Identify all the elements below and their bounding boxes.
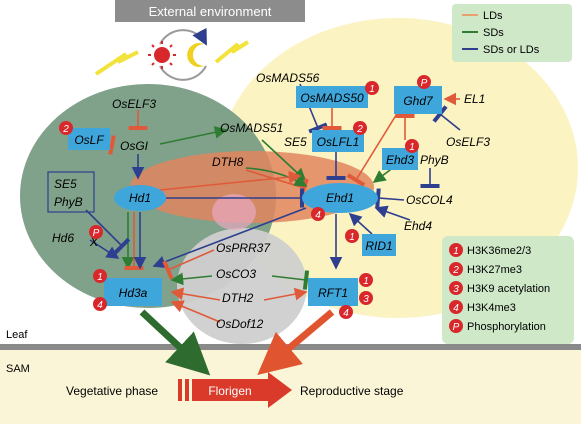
- mod-label-1: H3K36me2/3: [467, 245, 531, 257]
- badge-hd6: P: [93, 228, 100, 239]
- phyb-box-label: PhyB: [54, 195, 83, 209]
- hd6-label: Hd6: [52, 231, 74, 245]
- modification-legend: 1 H3K36me2/3 2 H3K27me3 3 H3K9 acetylati…: [442, 236, 574, 344]
- se5-mid-label: SE5: [284, 135, 307, 149]
- rid1-box: [362, 234, 396, 256]
- mod-label-2: H3K27me3: [467, 264, 522, 276]
- oslfl1-label: OsLFL1: [317, 135, 360, 149]
- hd3a-box: [104, 278, 162, 306]
- leaf-label: Leaf: [6, 329, 28, 341]
- ehd3-box: [382, 148, 418, 170]
- mod-mark-1: 1: [453, 246, 459, 257]
- banner-text: External environment: [149, 4, 272, 19]
- day-night-cycle-icon: [94, 27, 250, 81]
- phyb-mid-label: PhyB: [420, 153, 449, 167]
- badge-rft1-top: 1: [363, 276, 369, 287]
- badge-ehd3: 1: [409, 142, 415, 153]
- legend-sds: SDs: [483, 27, 504, 39]
- badge-ehd1: 4: [315, 210, 321, 221]
- badge-hd3a-bottom: 4: [97, 300, 103, 311]
- sam-label: SAM: [6, 363, 30, 375]
- rft1-label: RFT1: [318, 286, 348, 300]
- oself3-right-label: OsELF3: [446, 135, 490, 149]
- ghd7-label: Ghd7: [403, 94, 434, 108]
- oslf-box: [68, 128, 110, 150]
- oself3-top-label: OsELF3: [112, 97, 156, 111]
- badge-hd3a-top: 1: [97, 272, 103, 283]
- hd3a-to-sam-arrow: [139, 309, 211, 376]
- mod-mark-p: P: [453, 322, 460, 333]
- mod-label-3: H3K9 acetylation: [467, 283, 550, 295]
- osgi-label: OsGI: [120, 139, 149, 153]
- badge-rft1-bottom: 4: [343, 308, 349, 319]
- sun-icon: [154, 47, 170, 63]
- ehd1-label: Ehd1: [326, 191, 354, 205]
- mod-label-4: H3K4me3: [467, 302, 516, 314]
- rid1-label: RID1: [365, 239, 392, 253]
- oscol4-label: OsCOL4: [406, 193, 453, 207]
- ehd4-label: Ehd4: [404, 219, 432, 233]
- badge-ghd7: P: [421, 78, 428, 89]
- osprr37-label: OsPRR37: [216, 241, 271, 255]
- legend-sds-or-lds: SDs or LDs: [483, 44, 540, 56]
- el1-label: EL1: [464, 92, 485, 106]
- legend-lds: LDs: [483, 10, 503, 22]
- mod-mark-3: 3: [453, 284, 459, 295]
- dth2-label: DTH2: [222, 291, 254, 305]
- florigen-label: Florigen: [208, 384, 251, 398]
- moon-icon: [187, 43, 204, 67]
- osmads51-label: OsMADS51: [220, 121, 283, 135]
- x-label: X: [89, 235, 99, 249]
- hd1-label: Hd1: [129, 191, 151, 205]
- osmads56-label: OsMADS56: [256, 71, 320, 85]
- osco3-label: OsCO3: [216, 267, 256, 281]
- pink-overlap: [212, 194, 256, 230]
- photoperiod-legend: LDs SDs SDs or LDs: [452, 4, 572, 62]
- ehd3-label: Ehd3: [386, 153, 414, 167]
- se5-box-label: SE5: [54, 177, 77, 191]
- osdof12-label: OsDof12: [216, 317, 264, 331]
- dth8-label: DTH8: [212, 155, 244, 169]
- oslf-label: OsLF: [74, 133, 104, 147]
- hd1-oval: [114, 185, 166, 211]
- osmads50-label: OsMADS50: [300, 91, 364, 105]
- reproductive-label: Reproductive stage: [300, 384, 404, 398]
- florigen-arrow: Florigen: [178, 372, 292, 408]
- banner-box: [115, 0, 305, 22]
- lightning-left-icon: [94, 50, 139, 76]
- oslfl1-box: [312, 130, 364, 152]
- grey-circle: [177, 228, 307, 344]
- badge-rft1-mid: 3: [363, 294, 369, 305]
- badge-oslf: 2: [62, 124, 69, 135]
- vegetative-label: Vegetative phase: [66, 384, 158, 398]
- badge-rid1: 1: [349, 232, 355, 243]
- mod-mark-4: 4: [453, 303, 459, 314]
- lightning-right-icon: [214, 40, 250, 64]
- hd3a-label: Hd3a: [119, 286, 148, 300]
- mod-label-p: Phosphorylation: [467, 321, 546, 333]
- badge-oslfl1: 2: [356, 124, 363, 135]
- ghd7-box: [394, 86, 442, 114]
- badge-osmads50: 1: [369, 84, 375, 95]
- se5-phyb-box: [47, 171, 95, 213]
- rft1-to-sam-arrow: [257, 309, 335, 376]
- rft1-box: [308, 278, 358, 306]
- mod-mark-2: 2: [452, 265, 459, 276]
- osmads50-box: [296, 86, 368, 108]
- ehd1-oval: [302, 183, 378, 213]
